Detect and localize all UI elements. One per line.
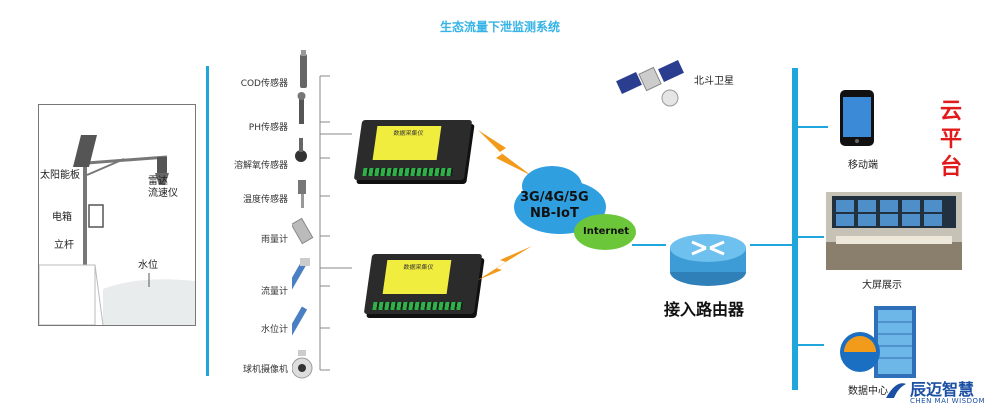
sensor-label-flow: 流量计: [260, 287, 288, 297]
water-level-label: 水位: [138, 260, 158, 271]
rain-gauge-icon: [292, 217, 314, 245]
radar-label-line2: 流速仪: [148, 188, 178, 199]
satellite-label: 北斗卫星: [694, 76, 734, 87]
oxygen-sensor-icon: [295, 138, 307, 162]
mobile-phone-icon: [840, 90, 874, 146]
company-logo: 辰迈智慧 CHEN MAI WISDOM: [884, 376, 994, 410]
sensor-label-ph: PH传感器: [248, 123, 288, 133]
site-bus-line: [206, 66, 209, 376]
cod-sensor-icon: [300, 50, 307, 88]
collector-ports: [372, 302, 464, 310]
radar-label: 雷达 流速仪: [148, 176, 178, 200]
ph-sensor-icon: [297, 92, 306, 124]
collector-panel-label: 数据采集仪: [392, 130, 424, 137]
bus-branch-mobile: [798, 126, 828, 128]
sensor-label-do: 溶解氧传感器: [233, 161, 288, 171]
cloud-bus-line: [792, 68, 798, 390]
sensor-label-camera: 球机摄像机: [242, 365, 288, 375]
bus-branch-screen: [798, 236, 824, 238]
big-screen-photo: [826, 192, 962, 270]
internet-cloud: [574, 214, 636, 250]
mobile-label: 移动端: [848, 160, 878, 171]
data-center-icon: [840, 306, 916, 378]
sensor-connectors: [319, 75, 352, 371]
water-level-gauge-icon: [292, 306, 308, 336]
flow-meter-icon: [292, 258, 310, 292]
electric-box-label: 电箱: [52, 212, 72, 223]
sensor-label-level: 水位计: [260, 325, 288, 335]
collector-panel: 数据采集仪: [372, 126, 442, 160]
big-screen-label: 大屏展示: [862, 280, 902, 291]
router-to-bus-link: [750, 244, 792, 246]
pole-label: 立杆: [54, 240, 74, 251]
data-center-label: 数据中心: [848, 386, 888, 397]
router-icon: [670, 234, 746, 286]
sensor-label-rain: 雨量计: [260, 235, 288, 245]
collector-ports: [362, 168, 454, 176]
dome-camera-icon: [292, 350, 313, 379]
collector-panel: 数据采集仪: [382, 260, 452, 294]
sensor-label-temp: 温度传感器: [242, 195, 288, 205]
cellular-cloud-top: [522, 166, 582, 206]
site-illustration: [38, 104, 196, 326]
satellite-icon: [616, 60, 684, 107]
collector-panel-label: 数据采集仪: [402, 264, 434, 271]
radar-label-line1: 雷达: [148, 176, 168, 187]
solar-panel-shape: [73, 135, 97, 167]
internet-label: Internet: [583, 226, 630, 237]
router-link: [632, 244, 666, 246]
data-collector-1: 数据采集仪: [353, 120, 473, 180]
sensor-label-cod: COD传感器: [240, 79, 288, 89]
temperature-sensor-icon: [298, 180, 306, 208]
wireless-signal-icon: [478, 130, 532, 176]
sensor-icons: [292, 50, 314, 379]
solar-panel-label: 太阳能板: [40, 170, 80, 181]
nbiot-label: NB-IoT: [530, 206, 579, 221]
wireless-signal-icon: [478, 246, 532, 280]
electric-box-shape: [88, 204, 104, 228]
logo-mark-icon: [886, 383, 906, 398]
logo-english: CHEN MAI WISDOM: [910, 397, 986, 405]
radar-shape: [157, 157, 167, 173]
logo-name: 辰迈智慧: [910, 380, 975, 399]
data-collector-2: 数据采集仪: [363, 254, 483, 314]
router-label: 接入路由器: [664, 300, 745, 319]
page-title: 生态流量下泄监测系统: [439, 20, 560, 34]
cellular-label: 3G/4G/5G: [520, 190, 589, 205]
cloud-platform-label: 云平台: [939, 99, 962, 180]
bus-branch-datacenter: [798, 344, 824, 346]
